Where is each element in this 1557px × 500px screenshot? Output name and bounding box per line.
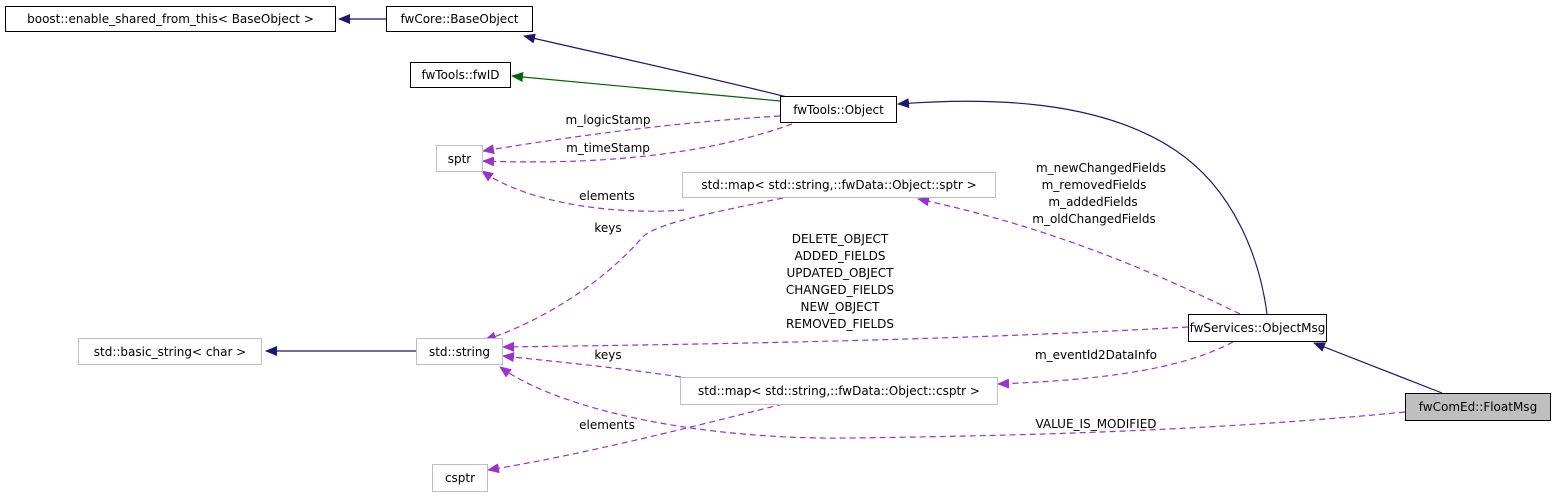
edge-fields	[917, 196, 1241, 315]
edge-events	[502, 326, 1189, 352]
node-map-sptr[interactable]: std::map< std::string,::fwData::Object::…	[682, 172, 996, 198]
label-timestamp: m_timeStamp	[566, 141, 650, 155]
label-elements-sptr: elements	[579, 189, 635, 203]
edge-logicstamp	[482, 115, 781, 155]
node-map-csptr[interactable]: std::map< std::string,::fwData::Object::…	[680, 377, 998, 405]
label-eventinfo: m_eventId2DataInfo	[1035, 348, 1157, 362]
label-field-0: m_newChangedFields	[1036, 161, 1166, 175]
node-object-msg[interactable]: fwServices::ObjectMsg	[1188, 314, 1327, 342]
edge-keys-sptr	[484, 197, 784, 342]
node-basic-string[interactable]: std::basic_string< char >	[78, 338, 262, 365]
label-event-1: ADDED_FIELDS	[794, 249, 885, 263]
edge-elements-csptr	[487, 403, 784, 474]
edge-object-to-baseobject	[523, 33, 796, 100]
node-csptr[interactable]: csptr	[432, 464, 488, 492]
node-tools-object[interactable]: fwTools::Object	[780, 96, 897, 123]
edge-floatmsg-to-objectmsg	[1313, 342, 1443, 394]
label-event-5: REMOVED_FIELDS	[786, 317, 894, 331]
label-event-3: CHANGED_FIELDS	[786, 283, 894, 297]
edge-keys-csptr	[502, 352, 682, 378]
node-base-object[interactable]: fwCore::BaseObject	[386, 6, 533, 32]
node-std-string[interactable]: std::string	[416, 338, 503, 365]
edge-timestamp	[482, 123, 793, 167]
label-field-1: m_removedFields	[1042, 178, 1147, 192]
label-field-3: m_oldChangedFields	[1032, 212, 1156, 226]
node-enable-shared-from-this[interactable]: boost::enable_shared_from_this< BaseObje…	[5, 6, 336, 32]
label-value-modified: VALUE_IS_MODIFIED	[1035, 417, 1156, 431]
node-sptr[interactable]: sptr	[436, 145, 483, 172]
label-event-2: UPDATED_OBJECT	[787, 266, 895, 280]
edge-eventinfo	[997, 341, 1234, 389]
label-event-4: NEW_OBJECT	[801, 300, 881, 314]
edge-objectmsg-to-object	[897, 98, 1268, 315]
label-field-2: m_addedFields	[1048, 195, 1137, 209]
label-event-0: DELETE_OBJECT	[792, 232, 889, 246]
label-logicstamp: m_logicStamp	[566, 113, 651, 127]
edge-object-to-fwid	[511, 72, 781, 102]
node-fwid[interactable]: fwTools::fwID	[410, 62, 511, 88]
label-elements-csptr: elements	[579, 418, 635, 432]
label-keys-csptr: keys	[594, 348, 621, 362]
edge-elements-sptr	[481, 170, 685, 212]
node-float-msg[interactable]: fwComEd::FloatMsg	[1405, 393, 1551, 421]
label-keys-sptr: keys	[594, 221, 621, 235]
